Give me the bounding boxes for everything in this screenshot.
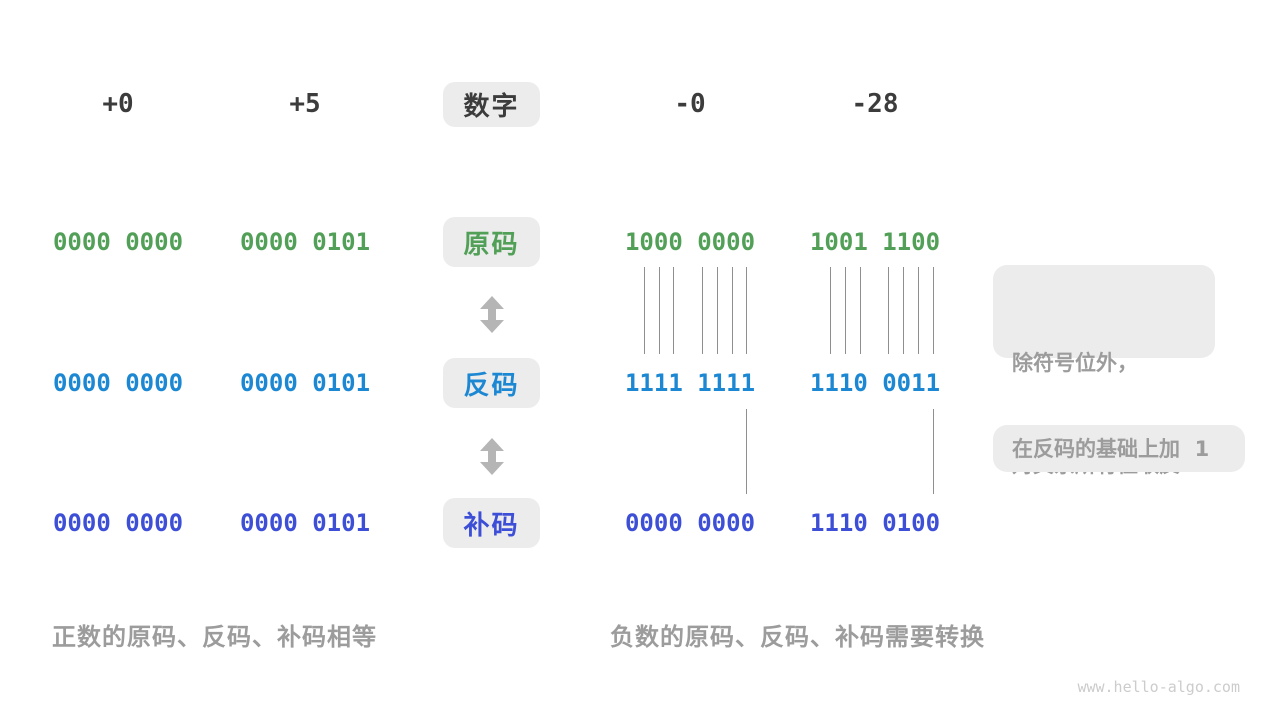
ones-code-value: 1110 0011 [809,369,941,397]
connector-line [845,267,846,354]
connector-line [732,267,733,354]
twos-code-value: 0000 0101 [239,509,371,537]
connector-line [659,267,660,354]
caption-negative-numbers: 负数的原码、反码、补码需要转换 [610,623,985,651]
number-plus-0: +0 [102,89,134,119]
sign-code-value: 1000 0000 [624,228,756,256]
note-invert-line1: 除符号位外， [1012,351,1138,375]
row-label-number: 数字 [443,82,540,127]
connector-line [888,267,889,354]
site-watermark: www.hello-algo.com [1077,678,1240,696]
note-invert-bits: 除符号位外， 对其余所有位取反 [993,265,1215,477]
up-down-arrow-icon [480,296,504,333]
sign-code-value: 1001 1100 [809,228,941,256]
row-label-sign-code: 原码 [443,217,540,267]
ones-code-value: 0000 0000 [52,369,184,397]
caption-positive-numbers: 正数的原码、反码、补码相等 [52,623,377,651]
ones-code-value: 0000 0101 [239,369,371,397]
twos-code-value: 1110 0100 [809,509,941,537]
connector-line [903,267,904,354]
twos-code-value: 0000 0000 [52,509,184,537]
carry-line [933,409,934,494]
number-minus-28: -28 [851,89,899,119]
twos-code-value: 0000 0000 [624,509,756,537]
connector-line [830,267,831,354]
sign-code-value: 0000 0101 [239,228,371,256]
up-down-arrow-icon [480,438,504,475]
connector-line [644,267,645,354]
sign-code-value: 0000 0000 [52,228,184,256]
ones-code-value: 1111 1111 [624,369,756,397]
carry-line [746,409,747,494]
connector-line [860,267,861,354]
connector-line [717,267,718,354]
number-plus-5: +5 [289,89,321,119]
connector-line [918,267,919,354]
connector-line [933,267,934,354]
number-minus-0: -0 [674,89,706,119]
connector-line [746,267,747,354]
row-label-ones-code: 反码 [443,358,540,408]
row-label-twos-code: 补码 [443,498,540,548]
connector-line [702,267,703,354]
connector-line [673,267,674,354]
note-add-one: 在反码的基础上加 1 [993,425,1245,472]
